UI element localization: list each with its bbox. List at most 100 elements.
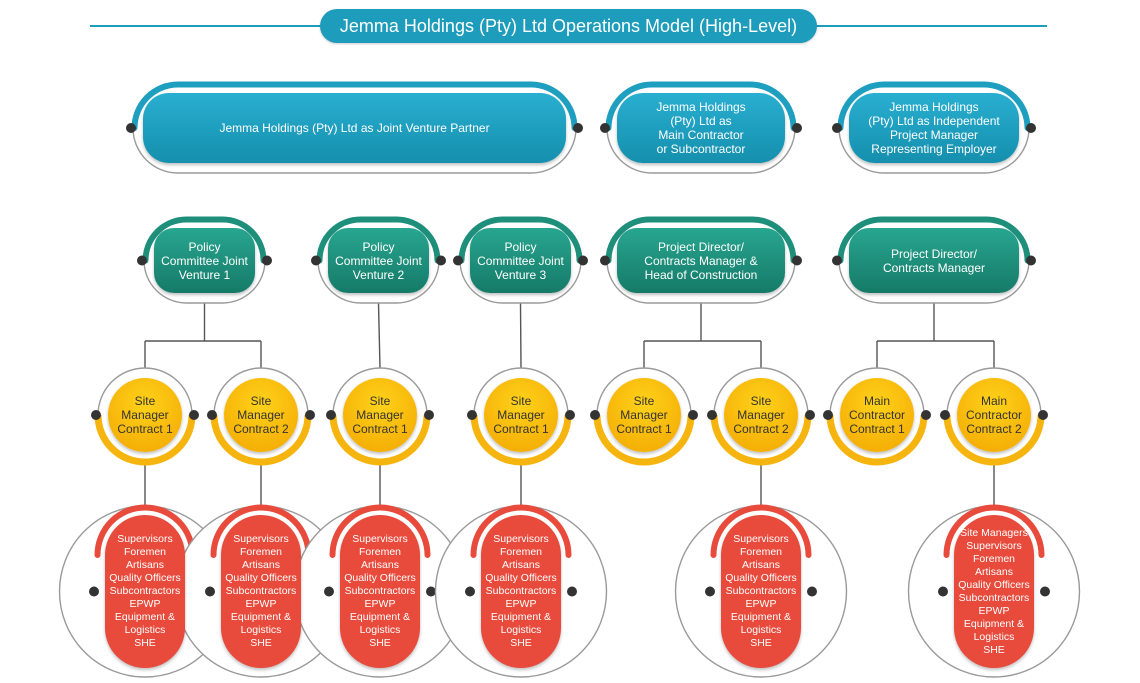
node-accent-arc <box>329 414 431 466</box>
committee-box-label: Project Director/ Contracts Manager & He… <box>644 239 758 282</box>
role-box-main: Jemma Holdings (Pty) Ltd as Main Contrac… <box>617 93 785 163</box>
node-accent-arc <box>210 414 312 466</box>
role-box-jv: Jemma Holdings (Pty) Ltd as Joint Ventur… <box>143 93 566 163</box>
manager-box-m8: Main Contractor Contract 2 <box>957 378 1031 452</box>
manager-box-m3: Site Manager Contract 1 <box>343 378 417 452</box>
node-dot-right <box>1026 255 1036 266</box>
node-dot-left <box>600 123 610 133</box>
manager-box-label: Site Manager Contract 1 <box>352 394 408 436</box>
node-accent-arc <box>470 504 572 558</box>
manager-box-label: Main Contractor Contract 1 <box>848 394 906 436</box>
node-dot-right <box>921 410 931 420</box>
manager-box-label: Site Manager Contract 1 <box>493 394 549 436</box>
node-dot-right <box>792 123 802 133</box>
node-dot-left <box>311 255 321 266</box>
node-dot-left <box>823 410 833 420</box>
manager-box-label: Site Manager Contract 2 <box>733 394 789 436</box>
node-dot-left <box>326 410 336 420</box>
node-dot-left <box>207 410 217 420</box>
diagram-title: Jemma Holdings (Pty) Ltd Operations Mode… <box>320 9 817 43</box>
node-dot-left <box>600 255 610 266</box>
node-dot-right <box>424 410 434 420</box>
node-dot-left <box>453 255 463 266</box>
committee-box-label: Policy Committee Joint Venture 3 <box>477 239 564 282</box>
diagram-title-text: Jemma Holdings (Pty) Ltd Operations Mode… <box>339 15 798 36</box>
team-box-label: Supervisors Foremen Artisans Quality Off… <box>485 533 557 649</box>
node-dot-left <box>938 586 948 597</box>
node-dot-left <box>467 410 477 420</box>
node-dot-right <box>1026 123 1036 133</box>
manager-box-label: Site Manager Contract 1 <box>616 394 672 436</box>
team-box-label: Supervisors Foremen Artisans Quality Off… <box>344 533 416 649</box>
node-accent-arc <box>943 504 1045 558</box>
committee-box-pd1: Project Director/ Contracts Manager & He… <box>617 228 785 293</box>
node-dot-right <box>807 586 817 597</box>
committee-box-pc2: Policy Committee Joint Venture 2 <box>328 228 429 293</box>
node-dot-left <box>137 255 147 266</box>
node-accent-arc <box>458 216 583 264</box>
team-box-label: Site Managers Supervisors Foremen Artisa… <box>958 526 1030 656</box>
team-box-t5: Supervisors Foremen Artisans Quality Off… <box>721 515 801 668</box>
committee-box-pc1: Policy Committee Joint Venture 1 <box>154 228 255 293</box>
node-accent-arc <box>329 504 431 558</box>
connector-pc3-m4 <box>519 302 522 369</box>
node-dot-left <box>707 410 717 420</box>
node-accent-arc <box>94 504 196 558</box>
node-dot-right <box>436 255 446 266</box>
node-accent-arc <box>142 216 267 264</box>
manager-box-m7: Main Contractor Contract 1 <box>840 378 914 452</box>
team-box-t4: Supervisors Foremen Artisans Quality Off… <box>481 515 561 668</box>
team-box-t3: Supervisors Foremen Artisans Quality Off… <box>340 515 420 668</box>
team-box-label: Supervisors Foremen Artisans Quality Off… <box>109 533 181 649</box>
manager-box-m2: Site Manager Contract 2 <box>224 378 298 452</box>
node-dot-right <box>578 255 588 266</box>
node-dot-right <box>189 410 199 420</box>
node-dot-right <box>565 410 575 420</box>
node-accent-arc <box>710 504 812 558</box>
role-box-pm: Jemma Holdings (Pty) Ltd as Independent … <box>849 93 1019 163</box>
node-accent-arc <box>94 414 196 466</box>
role-box-label: Jemma Holdings (Pty) Ltd as Joint Ventur… <box>219 121 490 135</box>
team-box-t1: Supervisors Foremen Artisans Quality Off… <box>105 515 185 668</box>
node-accent-arc <box>605 81 797 131</box>
node-dot-right <box>262 255 272 266</box>
manager-box-label: Site Manager Contract 2 <box>233 394 289 436</box>
node-dot-right <box>426 586 436 597</box>
connector-pc2-m3 <box>377 302 381 369</box>
node-dot-right <box>573 123 583 133</box>
team-box-label: Supervisors Foremen Artisans Quality Off… <box>225 533 297 649</box>
node-accent-arc <box>826 414 928 466</box>
node-dot-right <box>805 410 815 420</box>
connectors <box>144 302 995 506</box>
committee-box-pd2: Project Director/ Contracts Manager <box>849 228 1019 293</box>
node-dot-left <box>590 410 600 420</box>
committee-box-label: Policy Committee Joint Venture 1 <box>161 239 248 282</box>
manager-box-m1: Site Manager Contract 1 <box>108 378 182 452</box>
node-dot-left <box>91 410 101 420</box>
committee-box-label: Project Director/ Contracts Manager <box>882 246 986 275</box>
team-box-label: Supervisors Foremen Artisans Quality Off… <box>725 533 797 649</box>
node-dot-right <box>792 255 802 266</box>
node-dot-left <box>324 586 334 597</box>
node-dot-left <box>465 586 475 597</box>
manager-box-m6: Site Manager Contract 2 <box>724 378 798 452</box>
manager-box-m4: Site Manager Contract 1 <box>484 378 558 452</box>
node-accent-arc <box>605 216 797 264</box>
role-box-label: Jemma Holdings (Pty) Ltd as Main Contrac… <box>656 100 746 156</box>
manager-box-label: Site Manager Contract 1 <box>117 394 173 436</box>
node-dot-left <box>832 123 842 133</box>
node-accent-arc <box>943 414 1045 466</box>
role-box-label: Jemma Holdings (Pty) Ltd as Independent … <box>868 100 1000 156</box>
node-dot-left <box>89 586 99 597</box>
committee-box-label: Policy Committee Joint Venture 2 <box>335 239 422 282</box>
committee-box-pc3: Policy Committee Joint Venture 3 <box>470 228 571 293</box>
node-dot-left <box>205 586 215 597</box>
node-accent-arc <box>316 216 441 264</box>
node-dot-right <box>1038 410 1048 420</box>
node-accent-arc <box>593 414 695 466</box>
manager-box-label: Main Contractor Contract 2 <box>965 394 1023 436</box>
node-dot-right <box>688 410 698 420</box>
node-dot-right <box>1040 586 1050 597</box>
node-dot-left <box>832 255 842 266</box>
